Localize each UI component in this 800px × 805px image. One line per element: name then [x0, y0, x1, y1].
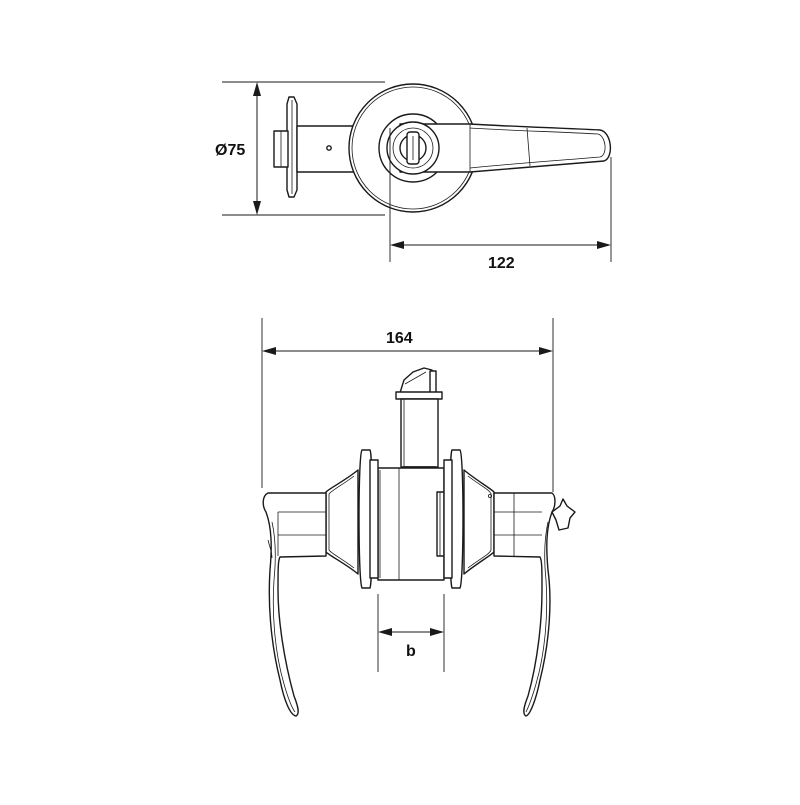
chassis — [377, 467, 445, 581]
front-view: 164 — [261, 318, 576, 717]
arrow-122-right — [597, 241, 611, 249]
dim-label-b: b — [406, 643, 416, 660]
arrow-b-left — [378, 628, 392, 636]
emergency-release — [551, 498, 576, 531]
hub-left — [325, 469, 359, 575]
lever-right — [493, 492, 556, 717]
lever-left — [262, 492, 327, 717]
dim-label-164: 164 — [386, 330, 413, 347]
arrow-164-left — [262, 347, 276, 355]
hub-right — [463, 469, 495, 575]
arrow-164-right — [539, 347, 553, 355]
latch-faceplate — [395, 391, 443, 400]
side-view: Ø75 122 — [215, 81, 612, 272]
arrow-diameter-bottom — [253, 201, 261, 215]
tube-hole — [326, 145, 332, 151]
dim-label-122: 122 — [488, 255, 515, 272]
arrow-diameter-top — [253, 82, 261, 96]
latch-body — [400, 398, 439, 468]
chassis-collar — [436, 491, 445, 557]
arrow-b-right — [430, 628, 444, 636]
dim-label-diameter: Ø75 — [215, 142, 245, 159]
arrow-122-left — [390, 241, 404, 249]
